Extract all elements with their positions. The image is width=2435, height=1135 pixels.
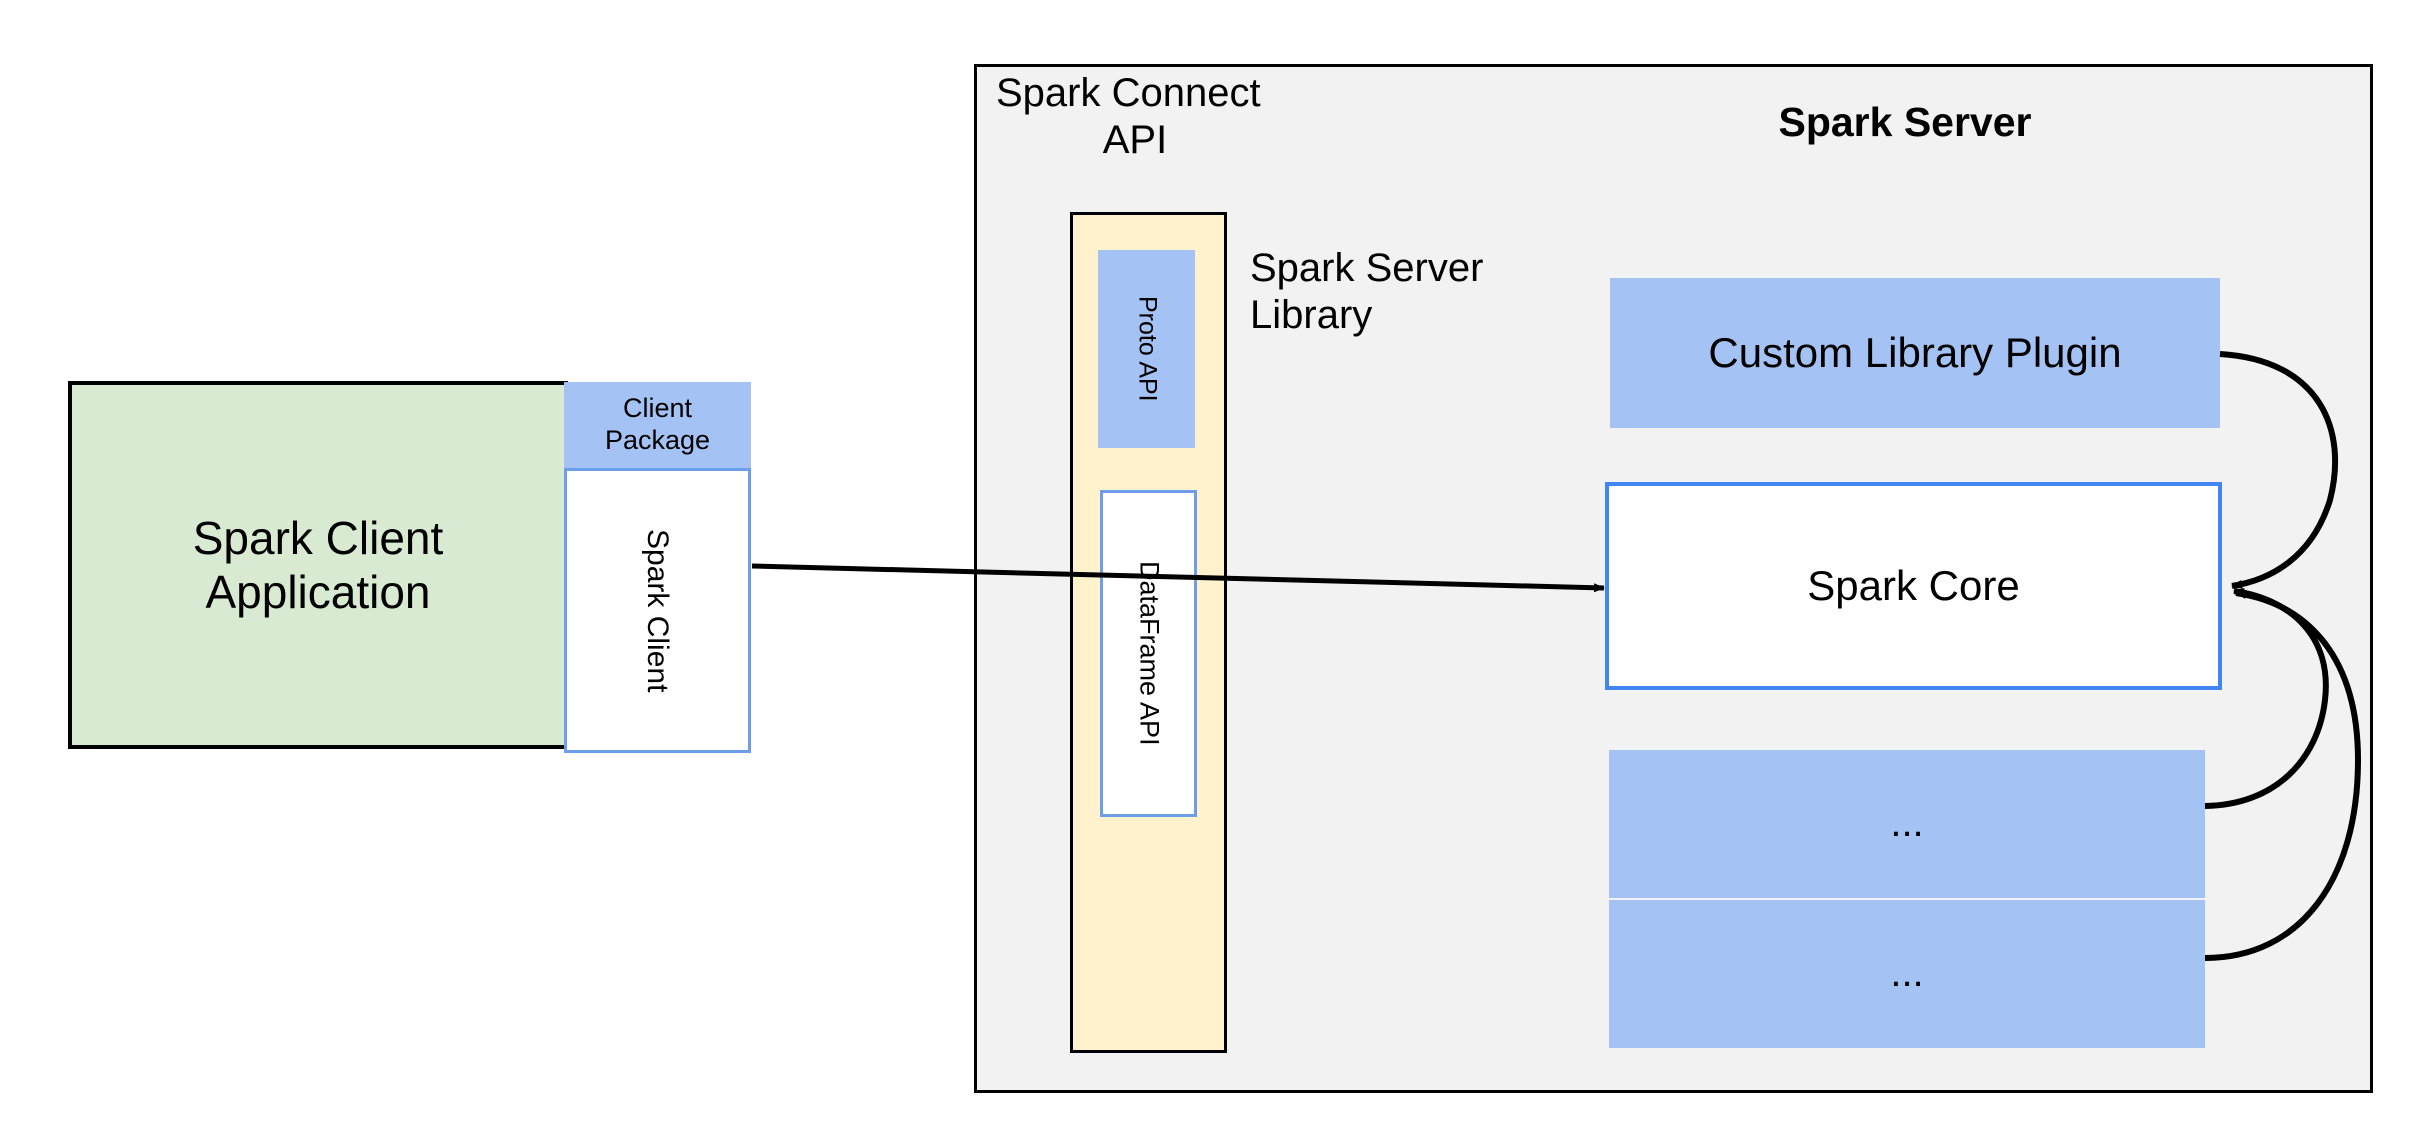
spark-server-library-label: Spark Server Library (1250, 245, 1550, 345)
client-package-line1: Client (622, 393, 692, 424)
spark-core-label: Spark Core (1807, 562, 2020, 610)
server-component-ellipsis-2[interactable]: ... (1609, 900, 2205, 1048)
custom-library-plugin-box[interactable]: Custom Library Plugin (1610, 278, 2220, 428)
spark-server-title: Spark Server (1778, 98, 2032, 145)
dataframe-api-label: DataFrame API (1134, 561, 1165, 746)
spark-core-box[interactable]: Spark Core (1605, 482, 2222, 690)
spark-client-application-line1: Spark Client (192, 511, 444, 564)
server-component-ellipsis-1-label: ... (1890, 801, 1924, 846)
spark-client-application-line2: Application (205, 566, 431, 618)
spark-connect-api-label: Spark Connect API (990, 70, 1280, 166)
client-package-label: Client Package (605, 393, 710, 457)
client-package-box[interactable]: Client Package (564, 382, 751, 468)
spark-client-label: Spark Client (641, 528, 675, 693)
spark-client-application-label: Spark Client Application (193, 511, 444, 620)
proto-api-box[interactable]: Proto API (1098, 250, 1195, 448)
server-component-ellipsis-1[interactable]: ... (1609, 750, 2205, 898)
spark-connect-api-label-line2: API (1102, 118, 1168, 163)
spark-client-application-box[interactable]: Spark Client Application (68, 381, 568, 749)
spark-server-library-line2: Library (1250, 293, 1373, 338)
spark-client-box[interactable]: Spark Client (564, 468, 751, 753)
proto-api-label: Proto API (1133, 296, 1162, 402)
custom-library-plugin-label: Custom Library Plugin (1708, 329, 2122, 377)
client-package-line2: Package (604, 425, 711, 455)
spark-server-library-line1: Spark Server (1250, 246, 1484, 290)
spark-connect-api-label-line1: Spark Connect (996, 71, 1261, 115)
dataframe-api-box[interactable]: DataFrame API (1100, 490, 1197, 817)
server-component-ellipsis-2-label: ... (1890, 951, 1924, 996)
